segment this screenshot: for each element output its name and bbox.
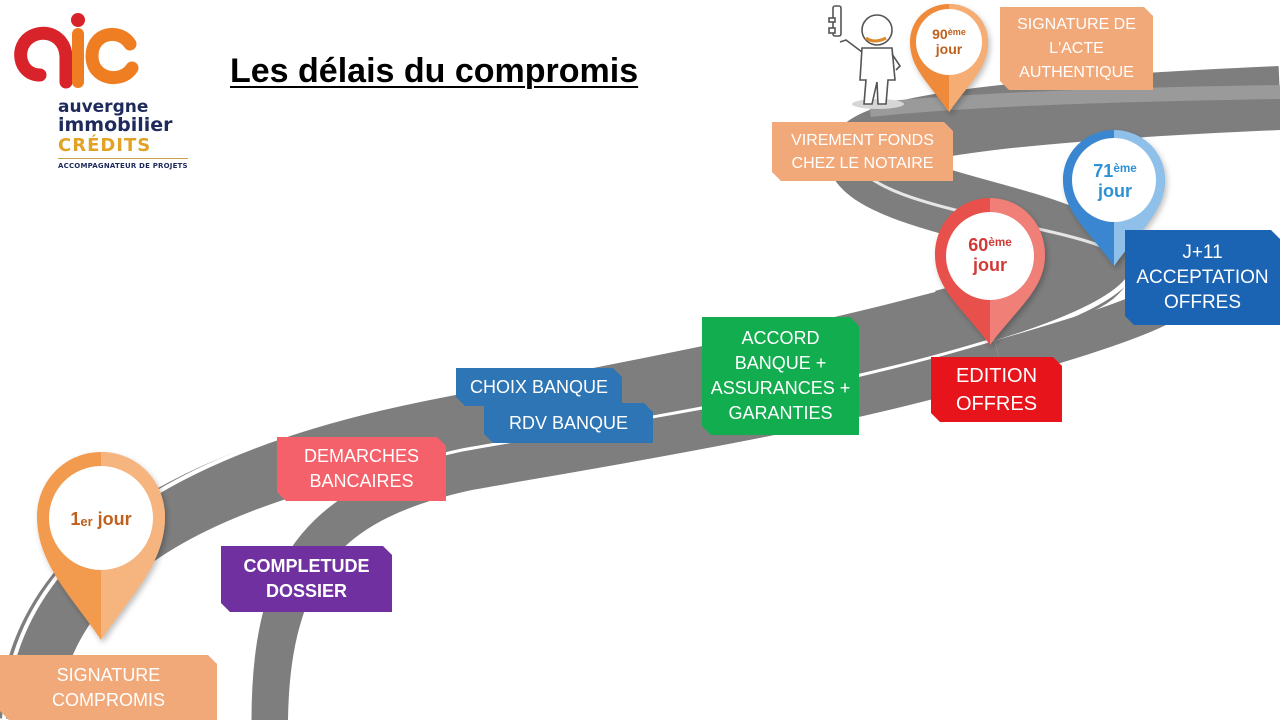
milestone-signature-acte: SIGNATURE DE L'ACTE AUTHENTIQUE [1000,7,1153,90]
milestone-line: OFFRES [1163,292,1242,313]
pin-day-word: jour [97,509,132,529]
pin-day-number: 1 [70,509,81,529]
pin-day-word: jour [973,254,1007,275]
pin-day-word: jour [935,41,963,58]
milestone-line: EDITION [955,364,1038,387]
page-title: Les délais du compromis [230,52,639,90]
milestone-line: COMPROMIS [51,689,165,710]
milestone-line: ACCEPTATION [1136,267,1269,288]
logo-tagline: ACCOMPAGNATEUR DE PROJETS [58,162,188,170]
logo: auvergne immobilier CRÉDITS ACCOMPAGNATE… [10,12,200,177]
pin-day-number: 90 [932,26,948,42]
milestone-line: SIGNATURE [56,664,161,685]
milestone-accord-banque: ACCORD BANQUE + ASSURANCES + GARANTIES [702,317,859,435]
milestone-line: VIREMENT FONDS [791,131,934,149]
pin-day-number: 71 [1093,161,1114,181]
logo-line-credits: CRÉDITS [58,135,152,156]
milestone-line: L'ACTE [1049,39,1104,57]
logo-line-immobilier: immobilier [58,114,173,136]
milestone-line: ASSURANCES + [710,378,851,398]
milestone-line: J+11 [1182,242,1223,263]
milestone-choix-banque: CHOIX BANQUE [456,368,622,406]
milestone-line: OFFRES [955,392,1038,415]
logo-divider [58,158,188,159]
milestone-line: BANQUE + [734,353,827,373]
character-with-key-illustration [828,5,904,109]
logo-line-auvergne: auvergne [58,97,149,117]
logo-mark [14,13,139,89]
milestone-line: DEMARCHES [303,446,419,466]
milestone-line: SIGNATURE DE [1017,15,1136,33]
pin-day-60 [935,198,1045,345]
milestone-virement-fonds: VIREMENT FONDS CHEZ LE NOTAIRE [772,122,953,181]
milestone-line: GARANTIES [728,403,833,423]
milestone-line: ACCORD [741,328,820,348]
pin-day-60-label: 60ème jour [945,235,1035,276]
milestone-line: BANCAIRES [309,471,414,491]
pin-day-90-label: 90ème jour [918,26,980,58]
milestone-demarches-bancaires: DEMARCHES BANCAIRES [277,437,446,501]
milestone-signature-compromis: SIGNATURE COMPROMIS [0,655,217,720]
milestone-line: COMPLETUDE [243,556,370,576]
milestone-edition-offres: EDITION OFFRES [931,357,1062,422]
pin-day-number: 60 [968,235,989,255]
milestone-line: CHEZ LE NOTAIRE [791,154,934,172]
pin-day-suffix: ème [988,235,1012,249]
milestone-completude-dossier: COMPLETUDE DOSSIER [221,546,392,612]
milestone-line: DOSSIER [265,581,348,601]
milestone-rdv-banque: RDV BANQUE [484,403,653,443]
pin-day-suffix: ème [947,26,966,37]
pin-day-71-label: 71ème jour [1073,161,1157,202]
milestone-line: RDV BANQUE [508,412,629,433]
milestone-line: CHOIX BANQUE [469,376,609,397]
pin-day-90 [910,4,988,112]
pin-day-1 [37,452,165,640]
pin-day-1-label: 1er jour [46,509,156,530]
milestone-acceptation-offres: J+11 ACCEPTATION OFFRES [1125,230,1280,325]
pin-day-word: jour [1098,180,1132,201]
milestone-line: AUTHENTIQUE [1019,63,1134,81]
pin-day-suffix: ème [1113,161,1137,175]
pin-day-suffix: er [80,514,93,529]
